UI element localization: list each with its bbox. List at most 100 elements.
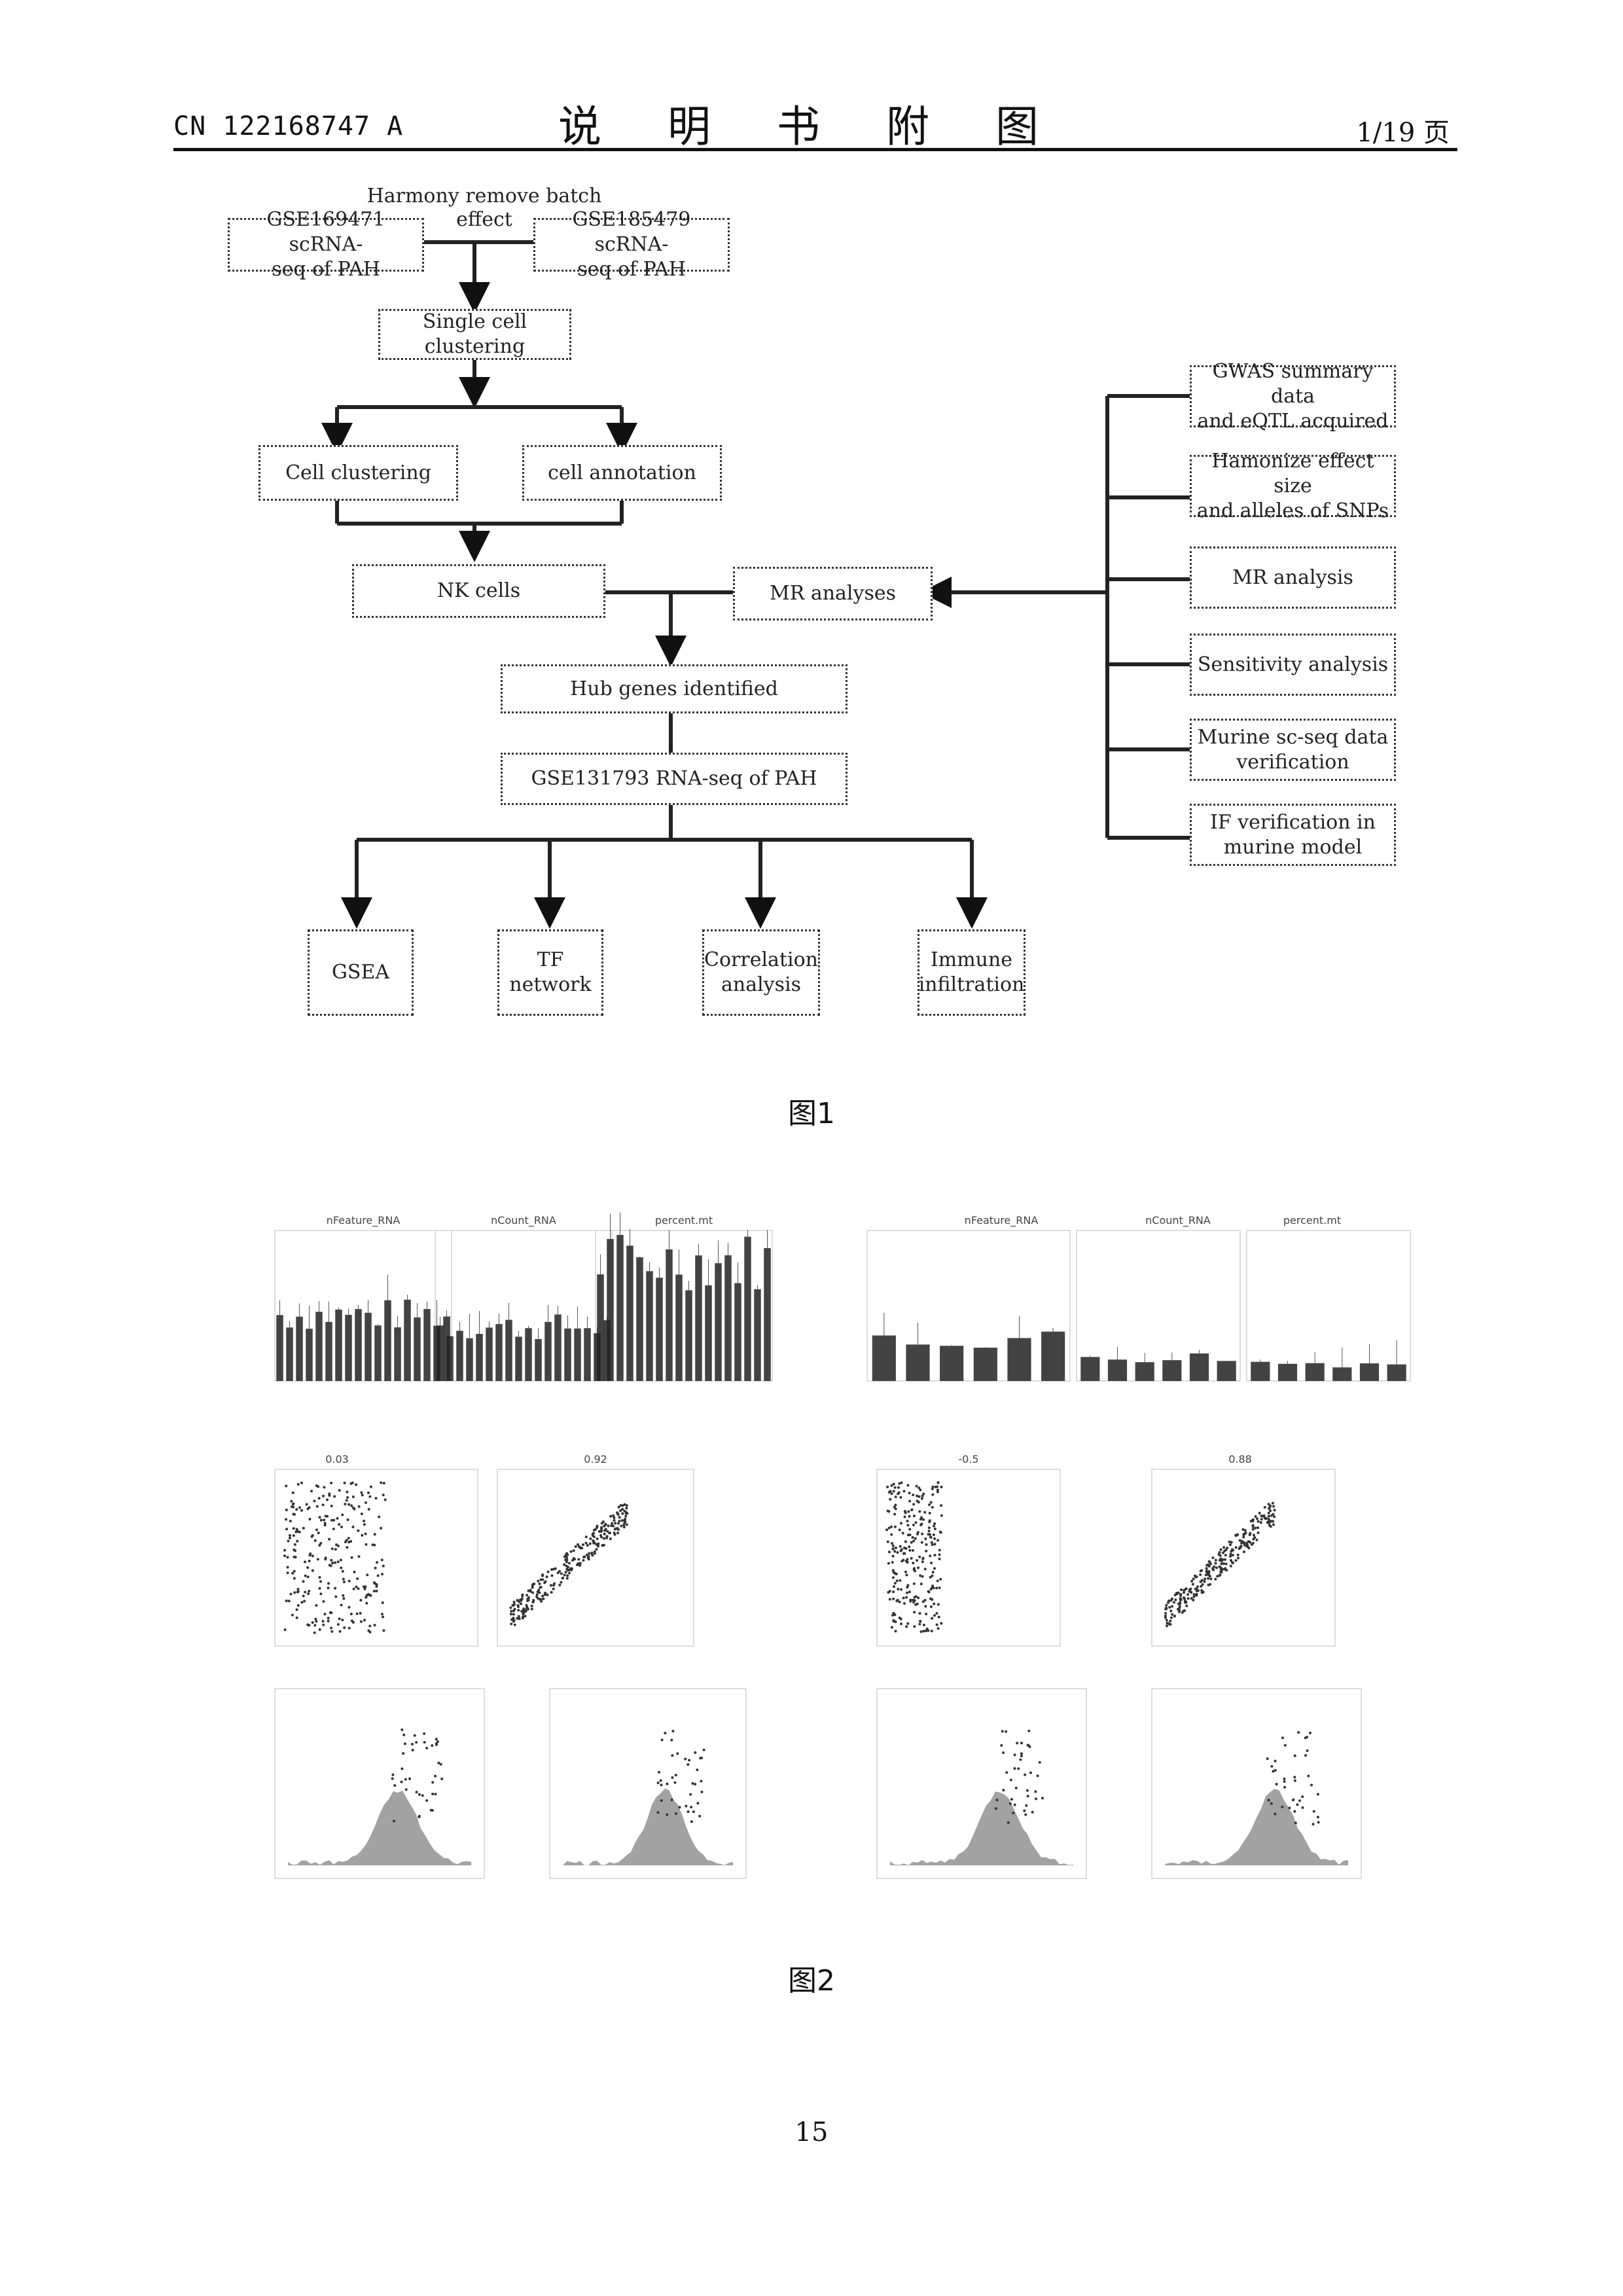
scatter-point — [514, 1623, 516, 1626]
scatter-row — [275, 1469, 1335, 1646]
scatter-point — [1174, 1598, 1177, 1601]
scatter-point — [512, 1601, 515, 1604]
outlier-point — [666, 1783, 668, 1785]
scatter-point — [1249, 1534, 1251, 1536]
scatter-point — [1215, 1566, 1218, 1569]
scatter-point — [1215, 1559, 1217, 1562]
scatter-point — [920, 1583, 923, 1585]
scatter-point — [932, 1571, 935, 1573]
panel-b-title-2: nCount_RNA — [1145, 1214, 1211, 1227]
scatter-point — [1229, 1543, 1232, 1546]
outlier-point — [405, 1788, 408, 1791]
scatter-point — [330, 1611, 332, 1614]
scatter-point — [908, 1515, 911, 1518]
scatter-point — [921, 1498, 923, 1500]
scatter-point — [902, 1597, 905, 1600]
scatter-point — [347, 1518, 349, 1521]
scatter-point — [325, 1556, 327, 1559]
scatter-point — [887, 1591, 889, 1594]
scatter-point — [334, 1587, 336, 1590]
scatter-point — [1219, 1551, 1221, 1554]
scatter-point — [355, 1483, 357, 1486]
scatter-point — [577, 1558, 580, 1560]
scatter-point — [1173, 1615, 1176, 1617]
violin-mark — [685, 1290, 692, 1381]
scatter-point — [522, 1607, 525, 1610]
scatter-point — [619, 1509, 622, 1512]
scatter-point — [910, 1541, 913, 1544]
scatter-point — [544, 1580, 546, 1583]
scatter-point — [330, 1505, 333, 1507]
harmonize-box: Hamonize effect size and alleles of SNPs — [1190, 455, 1396, 517]
scatter-point — [930, 1501, 933, 1503]
outlier-point — [1294, 1821, 1297, 1824]
scatter-point — [887, 1510, 889, 1513]
scatter-point — [1193, 1593, 1196, 1596]
scatter-point — [891, 1561, 894, 1564]
gsea-box: GSEA — [308, 929, 414, 1016]
scatter-point — [329, 1564, 331, 1566]
scatter-point — [373, 1590, 376, 1592]
scatter-point — [1260, 1518, 1263, 1520]
scatter-point — [286, 1556, 289, 1558]
outlier-point — [1301, 1806, 1304, 1809]
scatter-point — [618, 1516, 621, 1518]
scatter-point — [1167, 1602, 1169, 1604]
scatter-point — [307, 1592, 310, 1595]
scatter-point — [361, 1494, 364, 1496]
scatter-point — [614, 1528, 616, 1530]
outlier-point — [1293, 1776, 1296, 1778]
scatter-point — [588, 1555, 590, 1558]
outlier-point — [694, 1751, 696, 1754]
scatter-point — [344, 1482, 346, 1484]
violin-mark — [423, 1309, 431, 1381]
scatter-point — [563, 1564, 565, 1566]
scatter-point — [1190, 1580, 1193, 1583]
density-area — [288, 1791, 471, 1865]
outlier-point — [401, 1767, 403, 1770]
scatter-point — [541, 1595, 544, 1598]
violin-mark — [616, 1235, 624, 1381]
scatter-point — [1220, 1562, 1222, 1565]
outlier-point — [1027, 1744, 1029, 1746]
scatter-point — [1195, 1575, 1198, 1578]
scatter-point — [283, 1549, 286, 1552]
outlier-point — [440, 1778, 443, 1780]
scatter-point — [1251, 1543, 1253, 1546]
violin-mark — [584, 1328, 591, 1381]
scatter-point — [908, 1528, 911, 1531]
scatter-point — [1192, 1577, 1195, 1580]
outlier-point — [1025, 1804, 1027, 1807]
scatter-point — [287, 1539, 289, 1542]
scatter-point — [302, 1580, 305, 1583]
scatter-point — [540, 1600, 543, 1603]
scatter-point — [377, 1574, 380, 1577]
scatter-point — [283, 1554, 286, 1557]
scatter-point — [337, 1560, 340, 1563]
scatter-point — [916, 1485, 918, 1488]
scatter-point — [929, 1535, 932, 1538]
outlier-point — [700, 1780, 703, 1782]
scatter-point — [908, 1492, 911, 1494]
scatter-point — [568, 1562, 571, 1564]
violin-mark — [656, 1278, 663, 1381]
scatter-point — [317, 1558, 319, 1560]
cell-annotation-box: cell annotation — [522, 445, 722, 501]
scatter-point — [1171, 1605, 1173, 1607]
scatter-point — [894, 1503, 897, 1506]
scatter-point — [546, 1594, 548, 1596]
scatter-point — [308, 1506, 311, 1509]
scatter-point — [517, 1609, 520, 1611]
scatter-point — [1255, 1539, 1258, 1541]
scatter-point — [1219, 1559, 1221, 1562]
gse169471-box: GSE169471 scRNA- seq of PAH — [228, 218, 424, 272]
scatter-point — [552, 1568, 555, 1570]
outlier-point — [670, 1739, 673, 1742]
scatter-point — [327, 1617, 330, 1619]
scatter-point — [1164, 1617, 1167, 1619]
scatter-point — [284, 1628, 287, 1631]
scatter-point — [589, 1537, 592, 1540]
scatter-point — [380, 1527, 382, 1530]
scatter-point — [909, 1599, 912, 1602]
scatter-point — [900, 1588, 902, 1591]
